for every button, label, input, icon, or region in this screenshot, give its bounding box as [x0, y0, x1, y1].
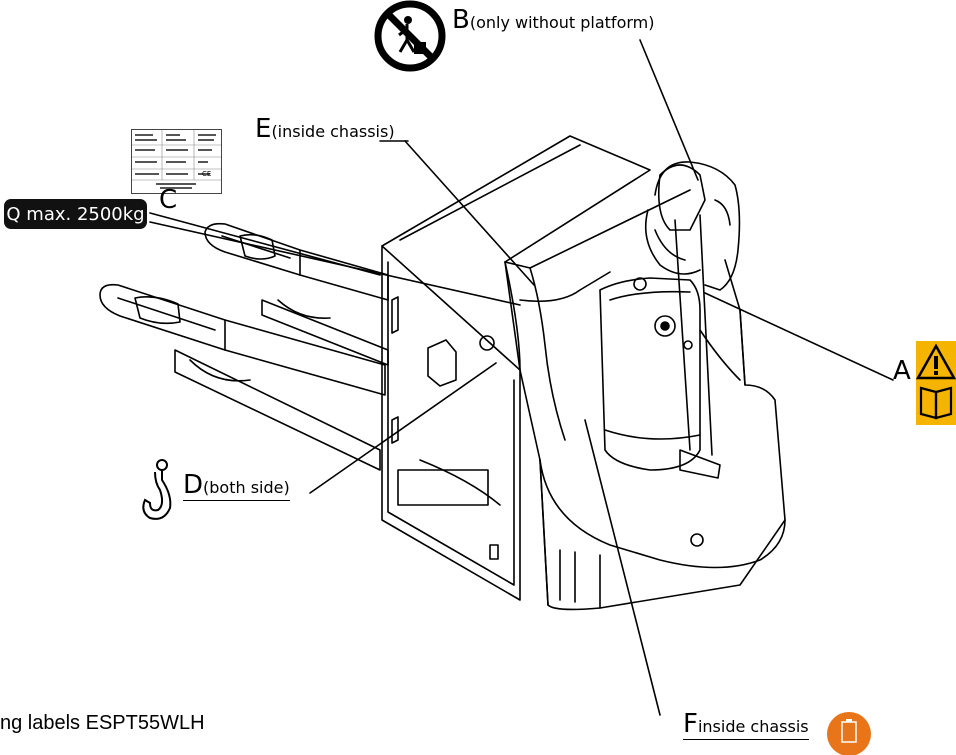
nameplate-table — [132, 130, 221, 189]
leader-f — [584, 419, 661, 716]
label-f-text: inside chassis — [697, 717, 809, 736]
leader-lines — [149, 39, 894, 716]
nameplate-label: CE — [131, 129, 222, 194]
fork-lower — [99, 283, 386, 471]
label-e-text: (inside chassis) — [271, 122, 395, 141]
label-d-letter: D — [183, 470, 204, 500]
battery-icon — [827, 712, 871, 755]
tiller-and-head — [599, 161, 746, 479]
label-d-text: (both side) — [203, 478, 290, 497]
label-f-letter: F — [683, 709, 698, 739]
label-b-letter: B — [452, 5, 470, 35]
label-e: E (inside chassis) — [255, 116, 395, 142]
leader-e — [404, 140, 535, 286]
chassis-frame — [381, 135, 691, 601]
leader-c2 — [149, 221, 521, 306]
label-e-letter: E — [255, 114, 272, 144]
label-c-letter: C — [159, 185, 178, 215]
manual-book-icon — [919, 386, 953, 420]
label-f: F inside chassis — [683, 711, 809, 740]
leader-b — [639, 39, 699, 181]
label-b-text: (only without platform) — [469, 13, 655, 32]
label-b: B (only without platform) — [452, 7, 654, 33]
label-a-letter: A — [893, 356, 911, 386]
fork-upper — [204, 222, 389, 366]
max-load-badge: Q max. 2500kg — [4, 199, 147, 229]
truck-body — [504, 261, 786, 611]
leader-d — [309, 362, 497, 494]
leader-a — [704, 292, 894, 381]
lifting-hook-icon — [142, 459, 172, 520]
ce-mark: CE — [202, 170, 212, 178]
label-d: D (both side) — [183, 472, 290, 501]
warning-triangle-icon — [915, 343, 956, 380]
figure-caption: ng labels ESPT55WLH — [0, 712, 205, 734]
no-standing-icon — [374, 0, 446, 72]
